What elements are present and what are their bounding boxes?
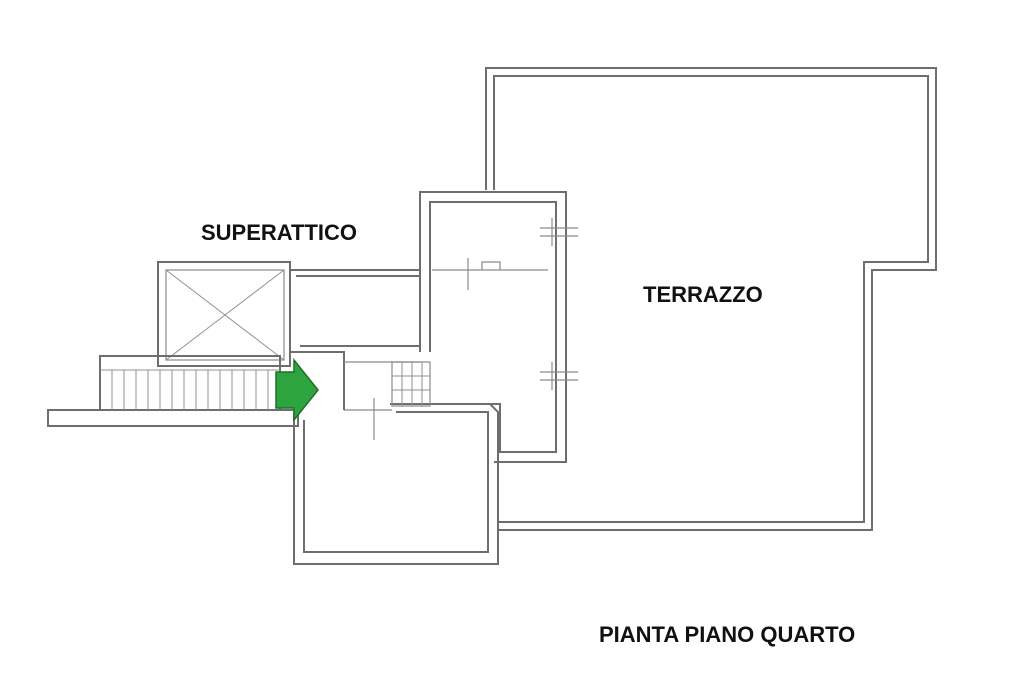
terrazzo-label: TERRAZZO: [643, 282, 763, 307]
inner-stair: [391, 361, 431, 407]
lower-room-walls: [293, 398, 499, 565]
entrance-arrow-icon: [275, 357, 319, 423]
terrace-walls: [485, 67, 937, 531]
central-rooms-walls: [419, 191, 578, 463]
stairwell-void: [157, 261, 291, 367]
plan-title: PIANTA PIANO QUARTO: [599, 622, 855, 647]
superattico-label: SUPERATTICO: [201, 220, 357, 245]
